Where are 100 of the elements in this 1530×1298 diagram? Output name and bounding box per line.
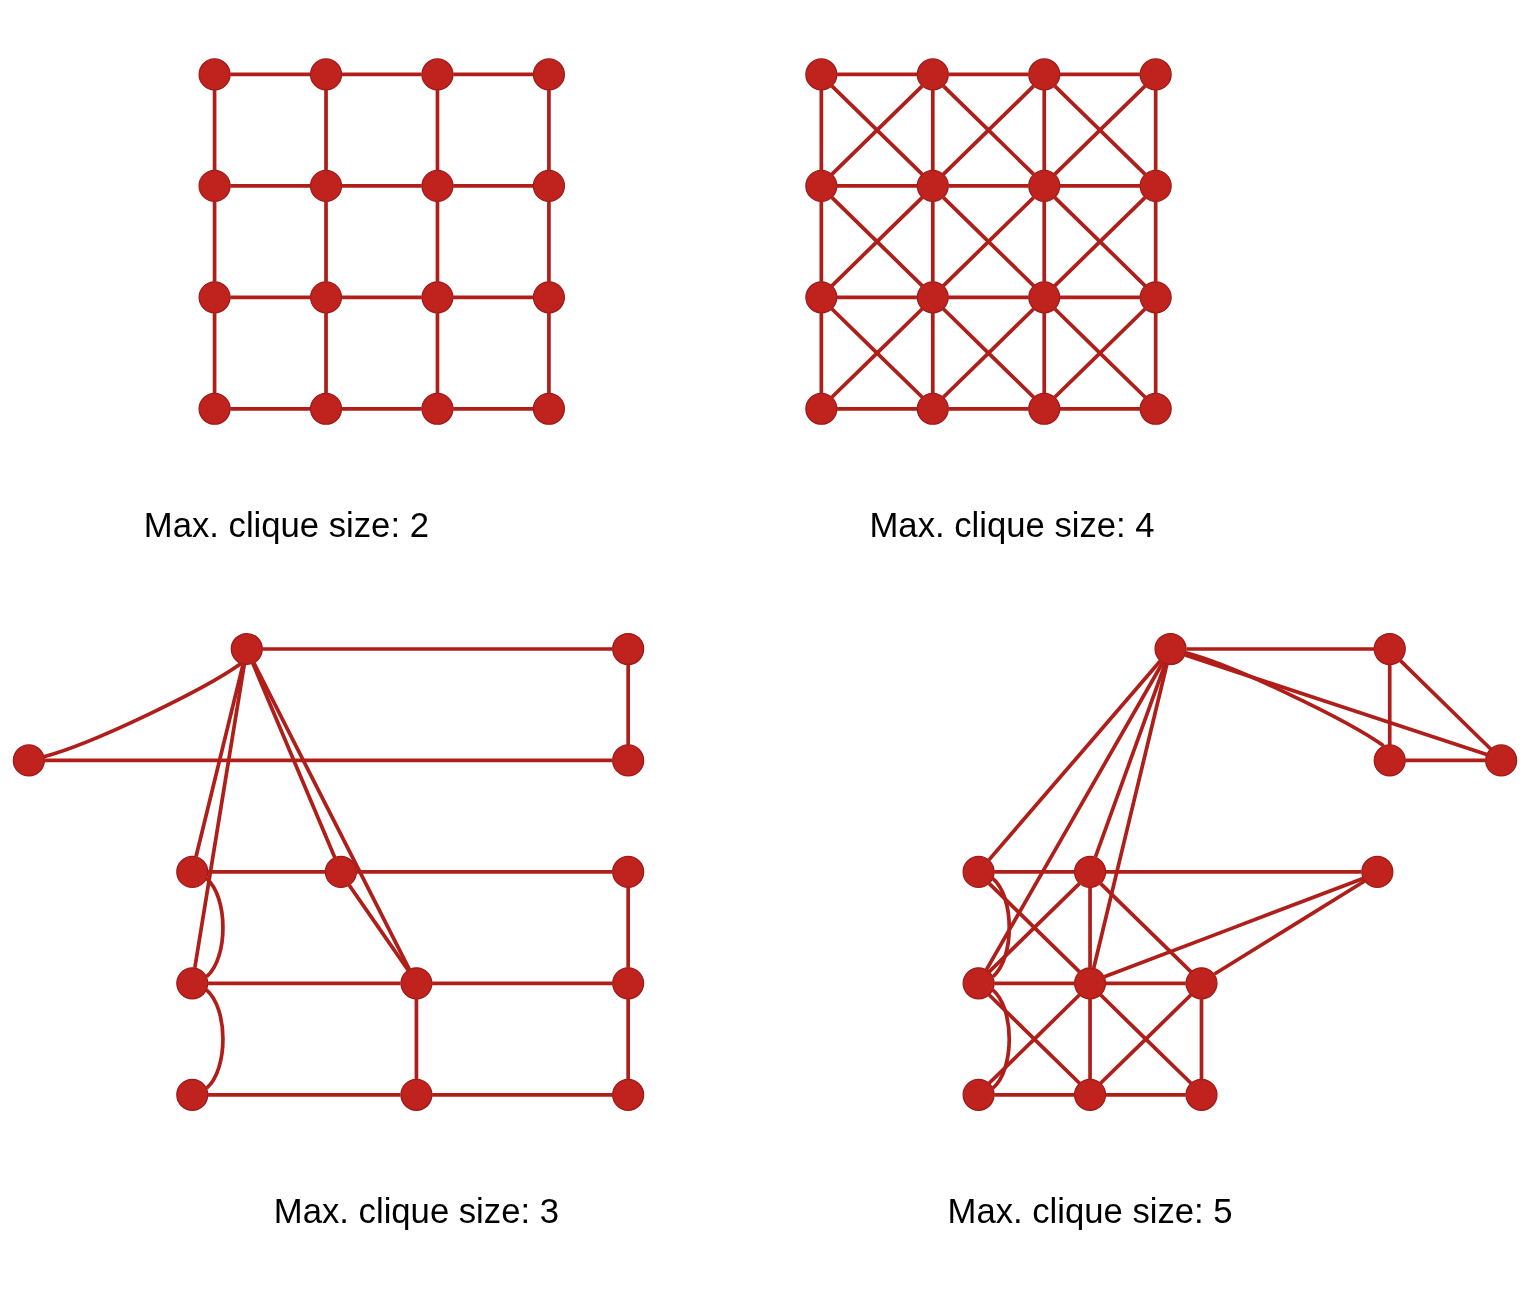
connector — [1185, 651, 1385, 748]
connector — [994, 870, 1075, 874]
connector — [414, 998, 419, 1080]
connector — [1059, 184, 1140, 188]
connector — [1105, 1092, 1186, 1097]
node-circle — [198, 281, 231, 314]
node-circle — [309, 169, 343, 202]
node-circle — [962, 967, 995, 1000]
node-circle — [612, 632, 645, 666]
connector — [435, 89, 440, 171]
node-circle — [916, 392, 949, 425]
node-circle — [532, 281, 565, 314]
connector — [991, 877, 1012, 978]
node-circle — [1028, 281, 1061, 314]
node-circle — [612, 744, 645, 777]
connector — [991, 988, 1012, 1090]
connector — [626, 664, 631, 745]
node-circle — [324, 855, 357, 888]
connector — [1103, 876, 1364, 979]
node-circle — [421, 392, 454, 425]
node-circle — [1028, 169, 1061, 202]
connector — [324, 312, 328, 394]
connector — [830, 196, 924, 288]
connector — [1091, 663, 1169, 969]
node-circle — [176, 967, 209, 1000]
connector — [837, 295, 918, 300]
node-circle — [176, 1078, 209, 1111]
connector — [819, 201, 824, 282]
node-circle — [1361, 855, 1394, 888]
node-circle — [612, 967, 645, 1000]
connector — [435, 201, 440, 282]
connector — [347, 884, 410, 972]
connector — [1153, 89, 1158, 171]
connector — [1153, 201, 1158, 282]
node-circle — [12, 744, 45, 777]
connector — [453, 406, 534, 411]
connector — [208, 1092, 401, 1097]
connector — [819, 89, 824, 171]
connector — [948, 72, 1029, 77]
node-circle — [1373, 632, 1406, 666]
connector — [547, 312, 551, 394]
node-circle — [309, 58, 343, 91]
connector — [432, 981, 613, 986]
connector — [207, 870, 326, 874]
connector — [432, 1092, 613, 1097]
connector — [356, 870, 613, 874]
node-circle — [421, 58, 454, 91]
connector — [230, 72, 311, 77]
connector — [1053, 196, 1147, 288]
node-circle — [400, 1078, 433, 1111]
connector — [1186, 647, 1375, 651]
connector — [1405, 758, 1486, 763]
connector — [830, 307, 924, 399]
node-circle — [962, 855, 995, 888]
connector — [1105, 870, 1362, 874]
connector — [212, 312, 217, 394]
connector — [1059, 295, 1140, 300]
connector — [1099, 882, 1193, 974]
node-circle — [532, 58, 565, 91]
node-circle — [1028, 58, 1061, 91]
connector — [230, 295, 311, 300]
connector — [341, 184, 422, 188]
connector — [453, 72, 534, 77]
node-circle — [1073, 855, 1107, 888]
connector — [837, 72, 918, 77]
node-circle — [309, 281, 343, 314]
connector — [1042, 312, 1047, 394]
connector — [626, 998, 631, 1080]
connector — [1184, 653, 1488, 757]
connector — [453, 184, 534, 188]
connector — [230, 406, 311, 411]
node-circle — [916, 58, 949, 91]
node-circle — [421, 281, 454, 314]
connector — [987, 659, 1162, 862]
connector — [324, 201, 328, 282]
connector — [984, 661, 1165, 971]
connector — [435, 312, 440, 394]
connector — [1105, 981, 1186, 986]
connector — [252, 662, 411, 971]
connector — [948, 184, 1029, 188]
connector — [948, 406, 1029, 411]
connector — [1059, 72, 1140, 77]
node-circle — [805, 58, 838, 91]
label: Max. clique size: 3 — [273, 1192, 559, 1231]
connector — [948, 295, 1029, 300]
connector — [994, 1092, 1075, 1097]
node-circle — [198, 169, 231, 202]
connector — [1213, 879, 1366, 976]
connector — [453, 295, 534, 300]
node-circle — [805, 169, 838, 202]
connector — [626, 887, 631, 968]
connector — [1093, 663, 1167, 858]
connector — [994, 981, 1075, 986]
connector — [1042, 201, 1047, 282]
connector — [930, 312, 935, 394]
connector — [837, 184, 918, 188]
connector — [1399, 659, 1492, 751]
connector — [43, 662, 243, 759]
connector — [930, 89, 935, 171]
connector — [230, 184, 311, 188]
